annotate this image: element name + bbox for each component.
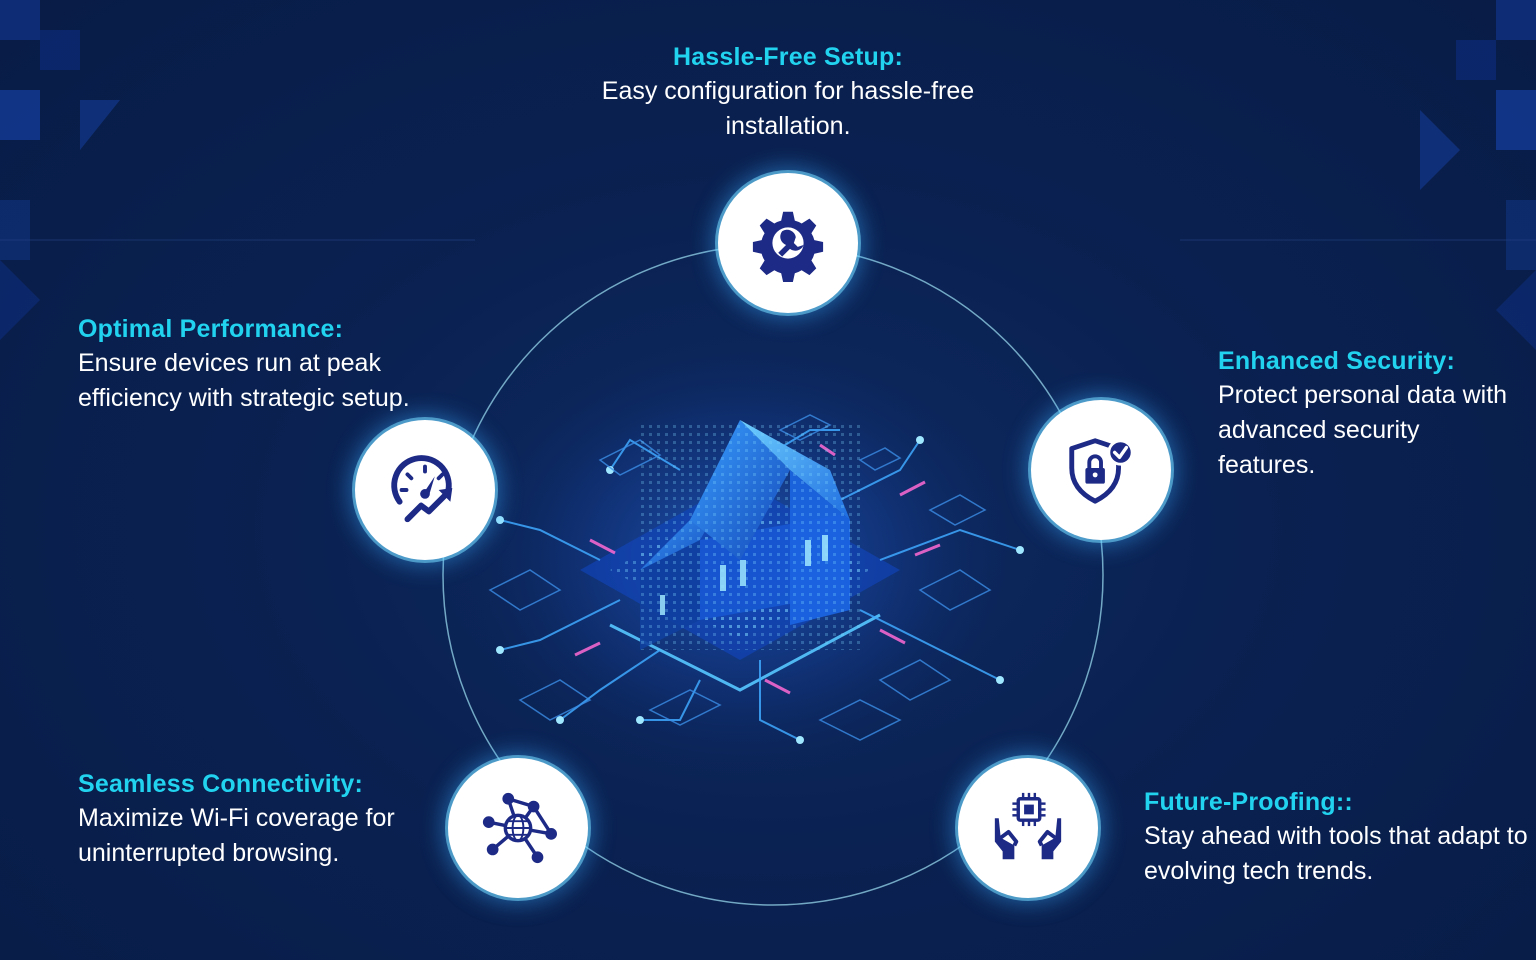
feature-description: Maximize Wi-Fi coverage for uninterrupte…: [78, 804, 395, 867]
house-circuit-illustration: [488, 414, 1024, 744]
network-globe-icon: [448, 758, 588, 898]
feature-description: Protect personal data with advanced secu…: [1218, 381, 1508, 479]
feature-title: Future-Proofing::: [1144, 788, 1353, 816]
corner-mosaic-right: [1420, 0, 1536, 350]
feature-optimal-performance: Optimal Performance: Ensure devices run …: [78, 312, 458, 416]
hands-chip-icon: [958, 758, 1098, 898]
feature-description: Stay ahead with tools that adapt to evol…: [1144, 822, 1528, 885]
feature-future-proofing: Future-Proofing:: Stay ahead with tools …: [1144, 785, 1529, 889]
feature-title: Optimal Performance:: [78, 315, 344, 343]
feature-description: Easy configuration for hassle-free insta…: [601, 77, 975, 140]
speedometer-icon: [355, 420, 495, 560]
gear-wrench-icon: [718, 173, 858, 313]
feature-hassle-free-setup: Hassle-Free Setup: Easy configuration fo…: [540, 40, 1036, 144]
feature-title: Hassle-Free Setup:: [672, 43, 904, 71]
feature-title: Seamless Connectivity:: [78, 770, 364, 798]
feature-description: Ensure devices run at peak efficiency wi…: [78, 349, 410, 412]
feature-seamless-connectivity: Seamless Connectivity: Maximize Wi-Fi co…: [78, 767, 458, 871]
shield-lock-icon: [1031, 400, 1171, 540]
feature-enhanced-security: Enhanced Security: Protect personal data…: [1218, 344, 1518, 483]
corner-mosaic-left: [0, 0, 120, 340]
feature-title: Enhanced Security:: [1218, 347, 1455, 375]
